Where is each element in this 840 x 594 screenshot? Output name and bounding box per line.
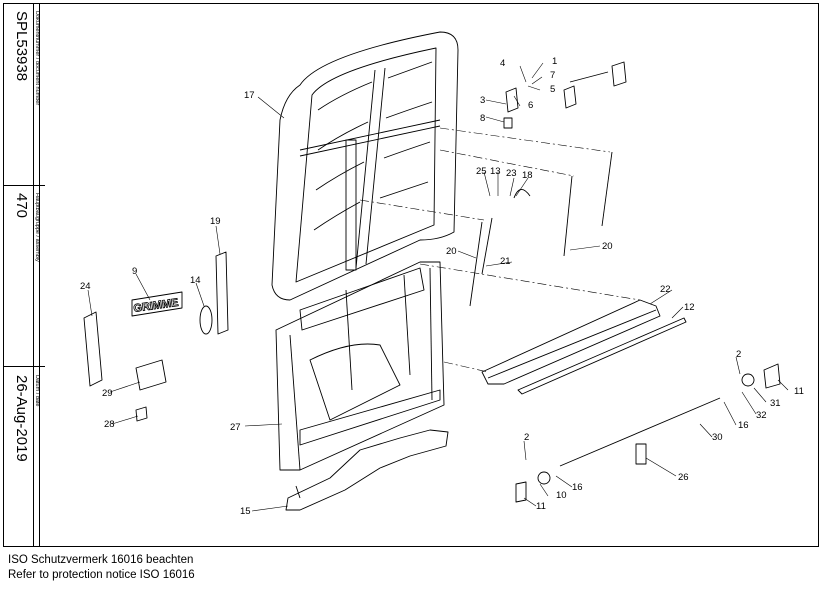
callout-30: 30 [712,432,723,443]
callout-26: 26 [678,472,689,483]
cover-panel [481,299,661,385]
decal-plate [131,291,183,317]
alignment-line [443,361,489,373]
gas-strut [563,175,573,257]
callout-28: 28 [104,419,115,430]
drawing-frame [3,3,819,547]
gas-strut [481,217,493,275]
callout-29: 29 [102,388,113,399]
callout-24: 24 [80,281,91,292]
title-block-separator [3,366,45,367]
callout-5: 5 [550,84,555,95]
callout-27: 27 [230,422,241,433]
alignment-line [359,199,485,221]
title-block-column-line [39,3,40,547]
callout-13: 13 [490,166,501,177]
callout-11: 11 [794,386,804,397]
title-block: SPL53938 Dokumentnummer / document numbe… [3,3,45,547]
spring-clip [513,189,531,199]
small-label [135,406,148,422]
hinge-part [505,87,519,113]
backrest-frame [271,31,459,301]
callout-7: 7 [550,70,555,81]
callout-8: 8 [480,113,485,124]
lower-frame [275,261,445,471]
callout-25: 25 [476,166,487,177]
cover-strip [215,251,229,335]
title-block-separator [3,185,45,186]
seal-strip [517,317,687,395]
alignment-line [419,263,641,301]
callout-3: 3 [480,95,485,106]
callout-2: 2 [736,349,741,360]
callout-4: 4 [500,58,505,69]
protection-notice-en: Refer to protection notice ISO 16016 [8,569,195,581]
callout-11: 11 [536,501,546,512]
mount-bracket [515,481,527,503]
latch [537,471,551,485]
label-plate [135,359,167,391]
round-insert [199,305,213,335]
hinge-part [611,61,627,87]
callout-22: 22 [660,284,671,295]
callout-16: 16 [738,420,749,431]
callout-17: 17 [244,90,255,101]
callout-9: 9 [132,266,137,277]
callout-6: 6 [528,100,533,111]
callout-32: 32 [756,410,767,421]
side-panel [83,311,103,387]
callout-21: 21 [500,256,511,267]
callout-1: 1 [552,56,557,67]
gas-strut [469,221,483,307]
alignment-line [439,127,611,153]
control-rod [559,397,721,467]
hinge-part [563,85,577,109]
protection-notice-de: ISO Schutzvermerk 16016 beachten [8,554,194,566]
callout-2: 2 [524,432,529,443]
cable [569,71,609,83]
callout-10: 10 [556,490,567,501]
callout-31: 31 [770,398,781,409]
callout-14: 14 [190,275,201,286]
callout-20: 20 [602,241,613,252]
callout-18: 18 [522,170,533,181]
callout-23: 23 [506,168,517,179]
callout-19: 19 [210,216,221,227]
callout-20: 20 [446,246,457,257]
title-block-divider [33,3,34,547]
base-bracket [285,429,449,511]
mount-bracket [763,363,781,389]
lever [635,443,647,465]
clip [503,117,513,129]
callout-12: 12 [684,302,695,313]
callout-16: 16 [572,482,583,493]
lock-bracket [741,373,755,387]
alignment-line [439,149,575,177]
callout-15: 15 [240,506,251,517]
gas-strut [601,151,613,227]
